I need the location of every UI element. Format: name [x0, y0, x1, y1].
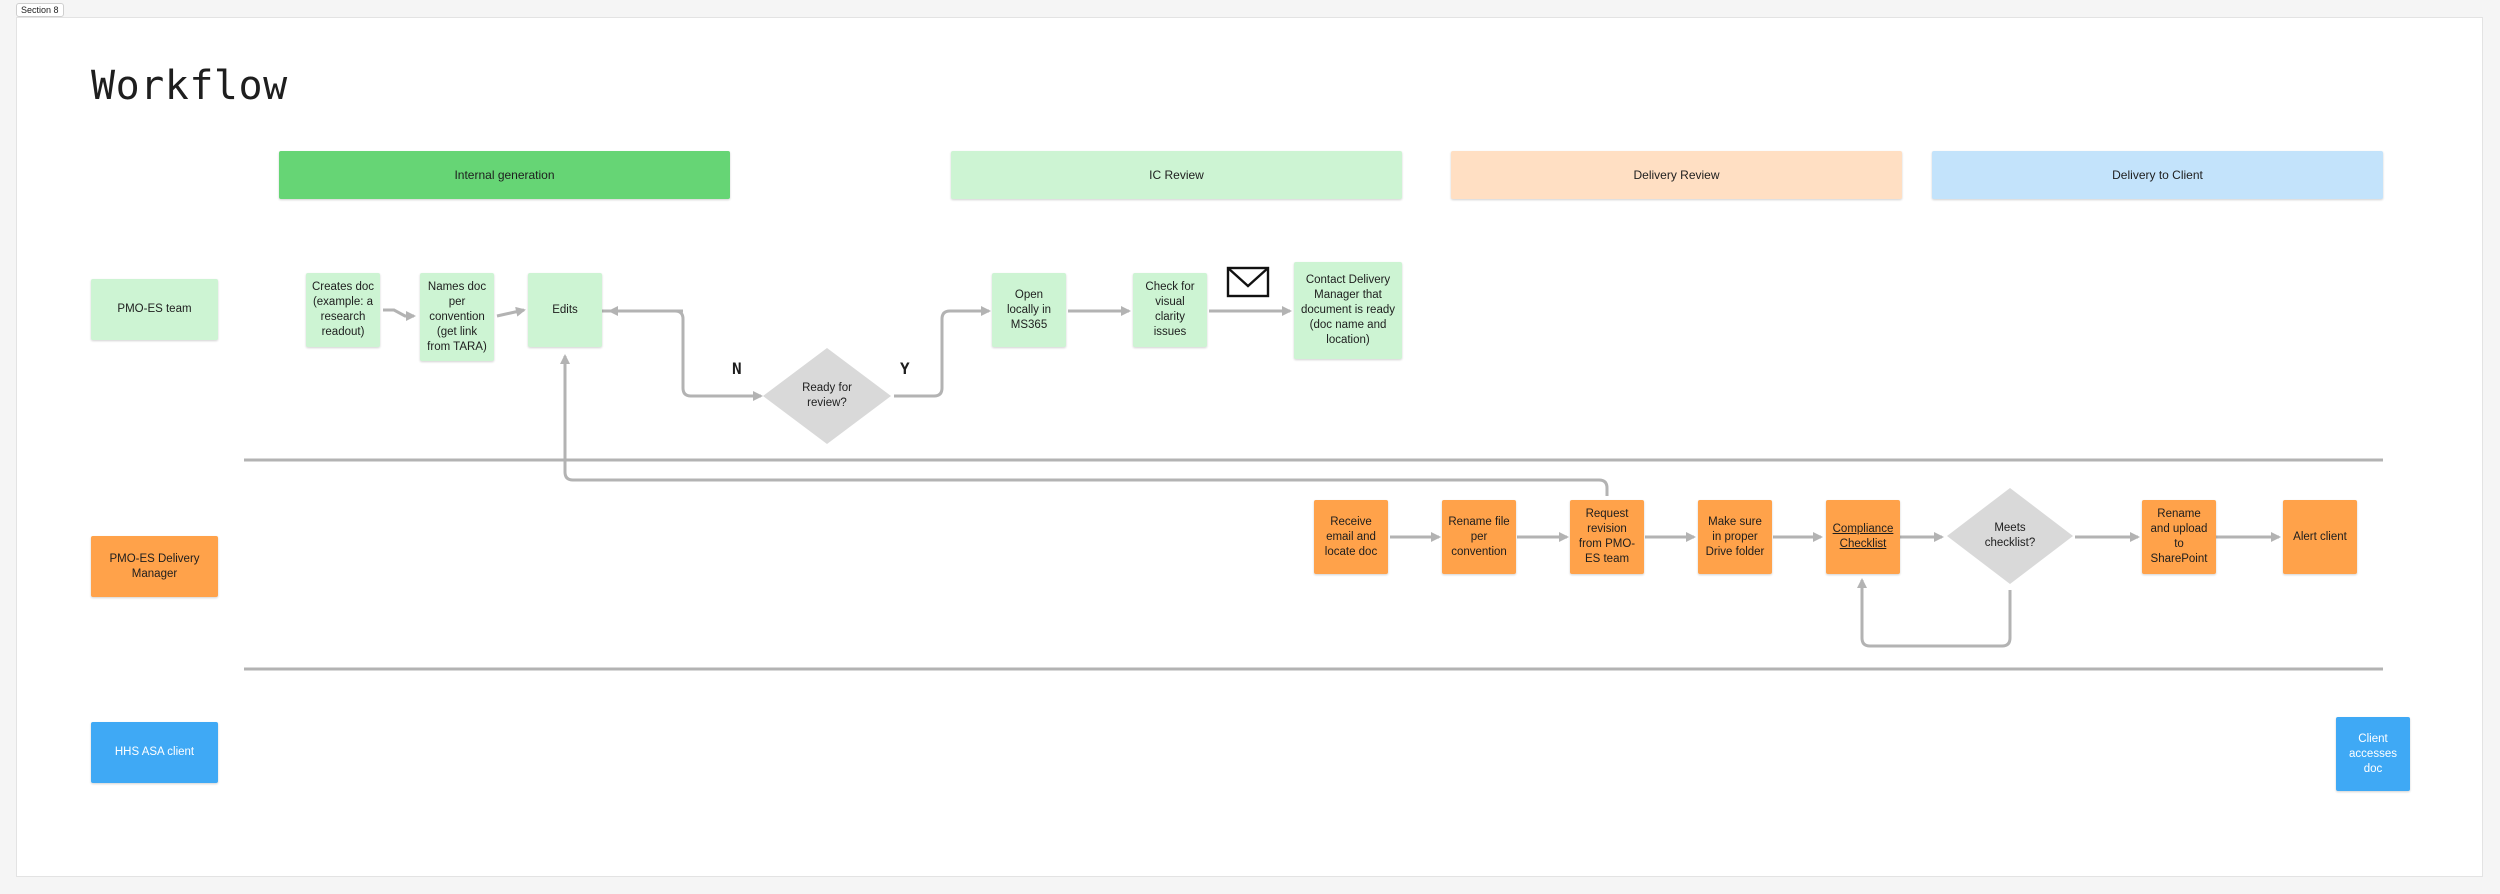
phase-ic-review[interactable]: IC Review [951, 151, 1402, 199]
arrow-decision-yes [894, 306, 991, 398]
page-title: Workflow [91, 63, 288, 109]
arrow-revision-to-edits [560, 354, 1609, 496]
step-receive-email[interactable]: Receive email and locate doc [1314, 500, 1388, 574]
arrow-name-to-edits [496, 306, 526, 318]
step-creates-doc[interactable]: Creates doc (example: a research readout… [306, 273, 380, 347]
phase-delivery-to-client[interactable]: Delivery to Client [1932, 151, 2383, 199]
step-compliance-checklist[interactable]: Compliance Checklist [1826, 500, 1900, 574]
step-rename-file[interactable]: Rename file per convention [1442, 500, 1516, 574]
step-check-visual-clarity[interactable]: Check for visual clarity issues [1133, 273, 1207, 347]
lane-hhs-asa-client[interactable]: HHS ASA client [91, 722, 218, 783]
arrow-decision-to-checklist [1857, 578, 2012, 648]
section-label[interactable]: Section 8 [16, 3, 64, 17]
phase-internal-generation[interactable]: Internal generation [279, 151, 730, 199]
step-proper-drive-folder[interactable]: Make sure in proper Drive folder [1698, 500, 1772, 574]
envelope-icon [1226, 266, 1270, 298]
lane-pmo-es-team[interactable]: PMO-ES team [91, 279, 218, 340]
decision-yes-label: Y [900, 359, 910, 378]
phase-delivery-review[interactable]: Delivery Review [1451, 151, 1902, 199]
step-request-revision[interactable]: Request revision from PMO-ES team [1570, 500, 1644, 574]
lane-pmo-es-delivery-manager[interactable]: PMO-ES Delivery Manager [91, 536, 218, 597]
decision-meets-checklist [1947, 488, 2073, 584]
step-names-doc[interactable]: Names doc per convention (get link from … [420, 273, 494, 361]
step-open-locally[interactable]: Open locally in MS365 [992, 273, 1066, 347]
arrow-edits-to-decision [602, 309, 763, 401]
step-edits[interactable]: Edits [528, 273, 602, 347]
compliance-checklist-link[interactable]: Compliance Checklist [1832, 523, 1894, 550]
decision-no-label: N [732, 359, 742, 378]
decision-ready-for-review [763, 348, 891, 444]
step-alert-client[interactable]: Alert client [2283, 500, 2357, 574]
step-rename-upload-sharepoint[interactable]: Rename and upload to SharePoint [2142, 500, 2216, 574]
decision-ready-label: Ready for review? [802, 382, 852, 409]
step-contact-delivery-manager[interactable]: Contact Delivery Manager that document i… [1294, 262, 1402, 359]
arrow-create-to-name [383, 308, 416, 321]
step-client-accesses-doc[interactable]: Client accesses doc [2336, 717, 2410, 791]
decision-meets-checklist-label: Meets checklist? [1984, 522, 2036, 549]
